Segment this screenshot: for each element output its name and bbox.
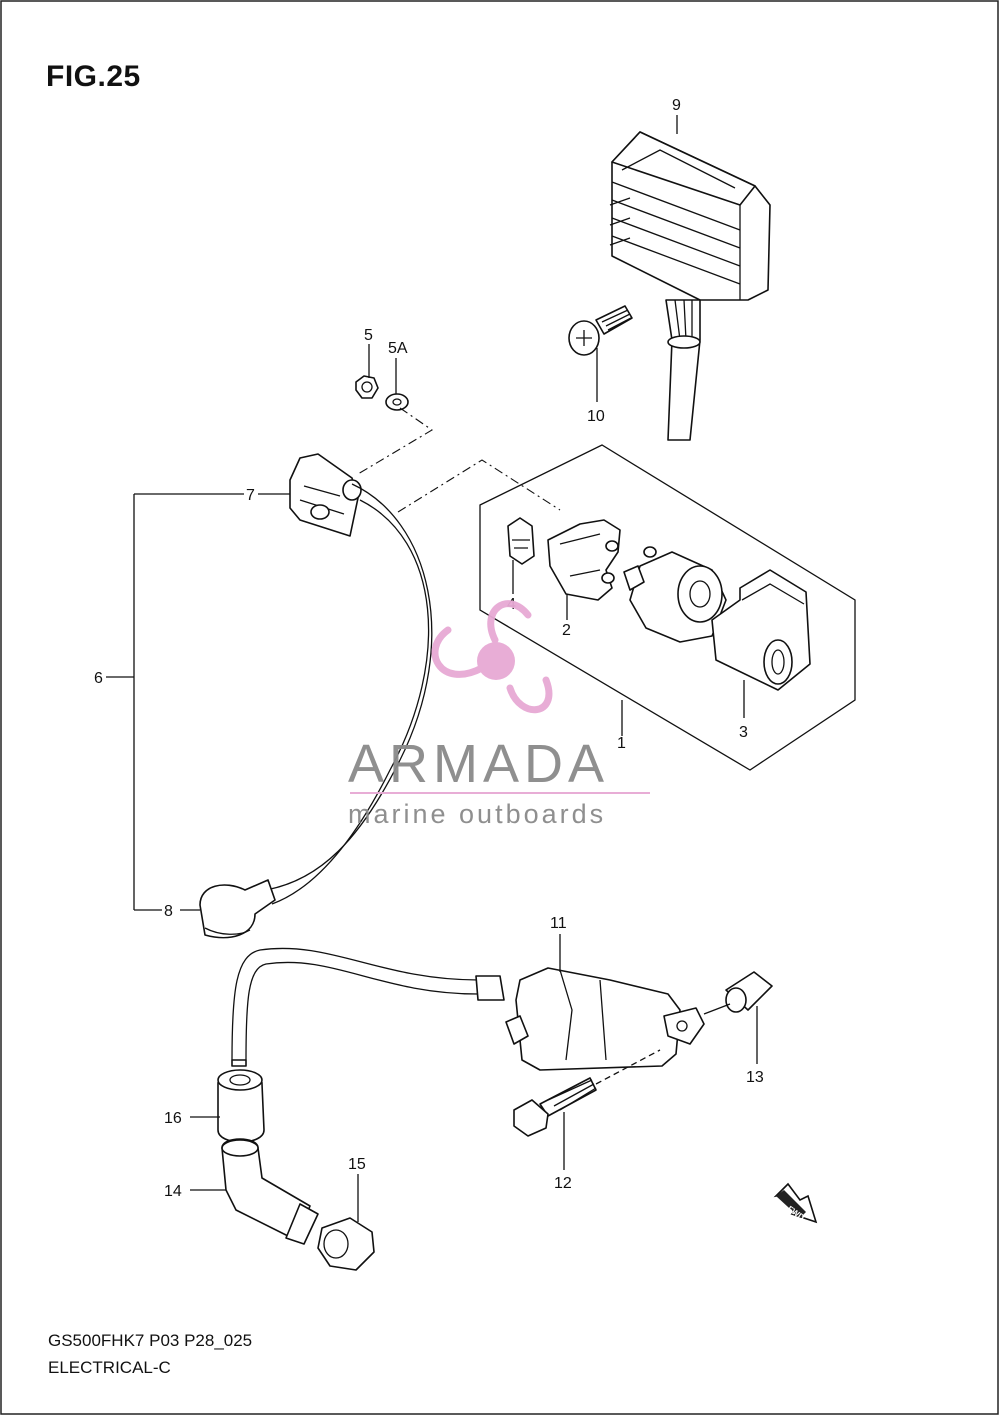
switch-body-part-1 [623,546,727,643]
callout-11: 11 [550,915,567,932]
forward-direction-arrow [773,1182,818,1224]
watermark-tagline: marine outboards [348,799,606,829]
spark-plug-cap-part-8 [199,879,276,939]
armada-watermark: ARMADA marine outboards [348,600,650,829]
propeller-logo-icon [431,600,553,714]
callout-10: 10 [587,408,605,425]
leader-line-bracket [397,459,561,513]
washer-part-5a [385,393,409,411]
propeller-hub [477,642,515,680]
callout-12: 12 [554,1175,572,1192]
callout-8: 8 [164,903,173,920]
regulator-rectifier-part-9 [609,131,771,441]
leader-line-washer [357,407,434,475]
callout-leaders [190,115,758,1222]
callout-1: 1 [617,735,626,752]
elbow-cap-part-14 [221,1138,319,1245]
switch-plate-part-4 [507,517,535,565]
cap-part-15 [317,1217,375,1271]
callout-14: 14 [164,1183,182,1200]
leader-line-13 [703,1003,731,1015]
callout-16: 16 [164,1110,182,1127]
switch-bracket-part-2 [547,519,621,601]
grommet-part-16 [217,1069,265,1143]
callout-2: 2 [562,622,571,639]
bolt-part-10 [568,305,633,356]
callout-5: 5 [364,327,373,344]
callout-13: 13 [746,1069,764,1086]
callout-3: 3 [739,724,748,741]
ignition-coil-part-11 [231,947,705,1071]
plug-cap-part-7 [289,453,362,537]
key-cover-part-3 [711,569,811,691]
ignition-cord-outline-a [265,483,433,891]
sleeve-part-13 [725,971,773,1013]
watermark-brand: ARMADA [348,734,609,794]
callout-7: 7 [246,487,255,504]
callout-6: 6 [94,670,103,687]
ignition-switch-group-box [479,444,856,771]
callout-9: 9 [672,97,681,114]
model-code: GS500FHK7 P03 P28_025 [48,1331,253,1350]
section-name: ELECTRICAL-C [48,1358,171,1377]
ignition-cord-outline-b [271,499,430,905]
nut-part-5 [355,375,379,399]
coil-bolt-part-12 [513,1049,661,1137]
callout-5a: 5A [388,340,408,357]
figure-title: FIG.25 [46,60,141,93]
callout-15: 15 [348,1156,366,1173]
group-bracket-6 [106,493,244,911]
leader-lines-7-8 [180,493,290,911]
